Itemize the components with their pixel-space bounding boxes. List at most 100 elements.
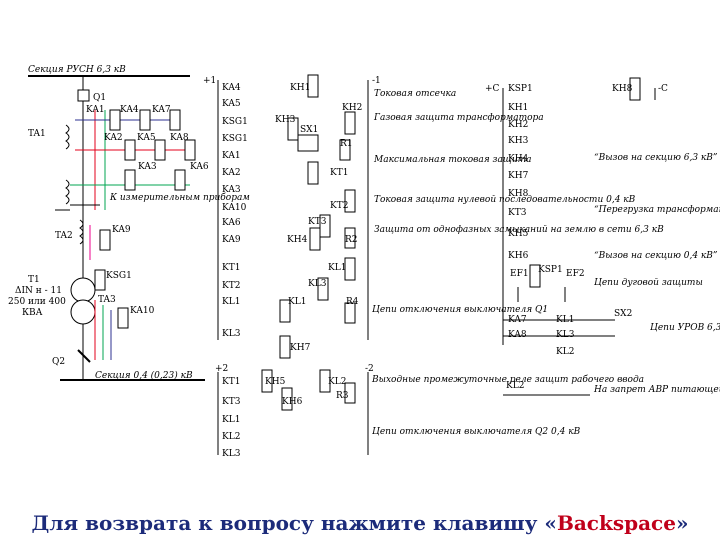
label-ka8-contact: KA8	[508, 330, 527, 340]
label-kl1-contact: KL1	[222, 297, 240, 307]
label-kh2: KH2	[342, 103, 362, 113]
label-kl3-lower: KL3	[222, 449, 241, 459]
label-ka4: KA4	[120, 105, 139, 115]
label-ef2: EF2	[566, 269, 585, 279]
label-kl1-trip: KL1	[288, 297, 306, 307]
label-ka6: KA6	[190, 162, 209, 172]
coil-ka7	[169, 109, 181, 131]
label-ta2: TA2	[55, 231, 73, 241]
label-maxcur: Максимальная токовая защита	[373, 155, 532, 165]
label-avr: На запрет АВР питающей секции 0,4 кВ	[593, 385, 720, 395]
coil-ka3	[124, 169, 136, 191]
coil-ksp1	[529, 264, 541, 288]
t1-secondary-winding	[70, 299, 96, 325]
label-kh3: KH3	[275, 115, 296, 125]
label-kl1-right: KL1	[556, 315, 574, 325]
t1-primary-winding	[70, 277, 96, 303]
breaker-q2	[77, 349, 91, 363]
label-kh7: KH7	[290, 343, 311, 353]
coil-kl3	[317, 277, 329, 301]
label-r4: R4	[346, 297, 359, 307]
label-ta3: TA3	[98, 295, 116, 305]
label-arc: Цепи дуговой защиты	[594, 278, 703, 288]
footer-suffix: »	[675, 511, 689, 535]
label-zero-seq: Токовая защита нулевой последовательност…	[374, 195, 636, 205]
label-gas: Газовая защита трансформатора	[373, 113, 544, 123]
coil-ka10	[117, 307, 129, 329]
coil-kh2	[344, 111, 356, 135]
label-kh3-contact: KH3	[508, 136, 529, 146]
label-minus2: -2	[365, 364, 374, 374]
label-r2: R2	[345, 235, 358, 245]
label-call1: “Вызов на секцию 6,3 кВ”	[594, 152, 718, 163]
label-call2: “Вызов на секцию 0,4 кВ”	[594, 250, 718, 261]
label-kh8: KH8	[612, 84, 633, 94]
label-minusc: -C	[658, 84, 668, 94]
coil-kt2	[344, 189, 356, 213]
label-ka9: KA9	[112, 225, 131, 235]
coil-kh5	[261, 369, 273, 393]
label-q1: Q1	[93, 93, 106, 103]
label-kh5: KH5	[265, 377, 286, 387]
label-kt2-contact: KT2	[222, 281, 240, 291]
label-ka10: KA10	[130, 306, 155, 316]
coil-kt1	[307, 161, 319, 185]
resistor-r3	[344, 382, 356, 404]
label-ka8: KA8	[170, 133, 189, 143]
label-kt1: KT1	[330, 168, 348, 178]
label-kh6-contact: KH6	[508, 251, 529, 261]
footer-hint: Для возврата к вопросу нажмите клавишу «…	[0, 506, 720, 540]
coil-ka1	[109, 109, 121, 131]
coil-kh3	[287, 117, 299, 141]
label-kl2: KL2	[328, 377, 346, 387]
backspace-key-label: Backspace	[556, 511, 676, 535]
coil-kl1	[344, 257, 356, 281]
label-kt3-contact: KT3	[508, 208, 527, 218]
label-kh7-contact: KH7	[508, 171, 529, 181]
label-t1-spec1: ΔIN н - 11	[15, 286, 62, 296]
label-ka2: KA2	[104, 133, 123, 143]
bus-63kv-title: Секция РУСН 6,3 кВ	[28, 65, 126, 75]
label-kt3: KT3	[308, 217, 327, 227]
coil-kl2	[319, 369, 331, 393]
label-minus1: -1	[372, 76, 381, 86]
label-t1-spec3: КВА	[22, 308, 43, 318]
label-ka3: KA3	[138, 162, 157, 172]
label-kt1-contact: KT1	[222, 263, 240, 273]
coil-ka8	[184, 139, 196, 161]
label-plusc: +C	[485, 84, 500, 94]
label-circuit-q1: Цепи отключения выключателя Q1	[372, 305, 548, 315]
switch-sx1	[297, 134, 319, 152]
label-ksg1a: KSG1	[222, 117, 248, 127]
label-kh6: KH6	[282, 397, 303, 407]
label-r3: R3	[336, 391, 349, 401]
coil-kt3	[319, 214, 331, 238]
label-kl1-lower: KL1	[222, 415, 240, 425]
label-ground-fault: Защита от однофазных замыканий на землю …	[374, 225, 664, 235]
label-kh5-contact: KH5	[508, 229, 529, 239]
label-kh4-contact: KH4	[508, 154, 529, 164]
label-overload: “Перегрузка трансформатора”	[594, 204, 720, 215]
coil-kh4	[309, 227, 321, 251]
label-ka1: KA1	[86, 105, 105, 115]
coil-ka4	[139, 109, 151, 131]
label-kh8b-contact: KH8	[508, 189, 529, 199]
label-ka4-contact: KA4	[222, 83, 241, 93]
resistor-r1	[339, 139, 351, 161]
coil-kh1	[307, 74, 319, 98]
label-kl2-lower: KL2	[222, 432, 240, 442]
label-ka7: KA7	[152, 105, 171, 115]
coil-kh6	[281, 387, 293, 411]
label-ksg1b: KSG1	[222, 134, 248, 144]
label-kl3-contact: KL3	[222, 329, 241, 339]
resistor-r2	[344, 227, 356, 249]
coil-ka6	[174, 169, 186, 191]
label-kl3-coil: KL3	[308, 279, 327, 289]
coil-ka2	[124, 139, 136, 161]
label-ka3-contact: KA3	[222, 185, 241, 195]
label-ka10-contact: KA10	[222, 203, 247, 213]
label-kt1b: KT1	[222, 377, 240, 387]
label-kh2-contact: KH2	[508, 120, 528, 130]
label-meters: К измерительным приборам	[109, 192, 250, 203]
